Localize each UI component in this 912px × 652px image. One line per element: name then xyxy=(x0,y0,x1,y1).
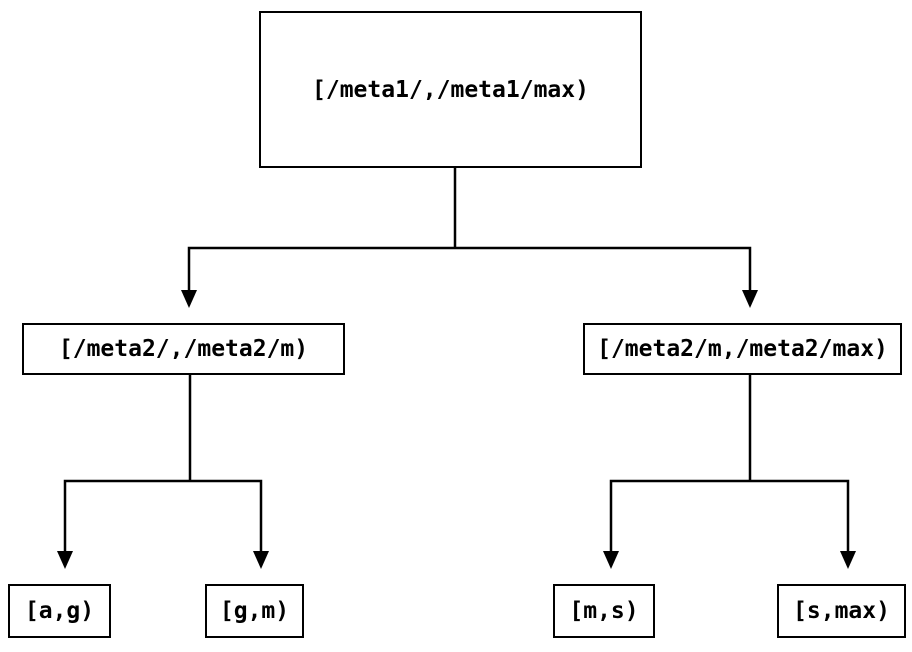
edge-left-crossbar xyxy=(63,479,263,551)
tree-leaf-s-max: [s,max) xyxy=(777,584,906,638)
tree-node-root: [/meta1/,/meta1/max) xyxy=(259,11,642,168)
edge-root-crossbar xyxy=(187,246,752,290)
tree-node-meta2-low: [/meta2/,/meta2/m) xyxy=(22,323,345,375)
tree-leaf-a-g: [a,g) xyxy=(8,584,111,638)
edge-left-split xyxy=(57,375,269,569)
arrow-down-icon xyxy=(742,290,758,308)
arrow-down-icon xyxy=(603,551,619,569)
tree-leaf-g-m: [g,m) xyxy=(205,584,304,638)
arrow-down-icon xyxy=(181,290,197,308)
tree-node-meta2-high: [/meta2/m,/meta2/max) xyxy=(583,323,902,375)
arrow-down-icon xyxy=(57,551,73,569)
tree-leaf-m-s: [m,s) xyxy=(553,584,655,638)
edge-right-crossbar xyxy=(609,479,850,551)
arrow-down-icon xyxy=(253,551,269,569)
edge-right-split xyxy=(603,375,856,569)
edge-root-split xyxy=(181,168,758,308)
arrow-down-icon xyxy=(840,551,856,569)
